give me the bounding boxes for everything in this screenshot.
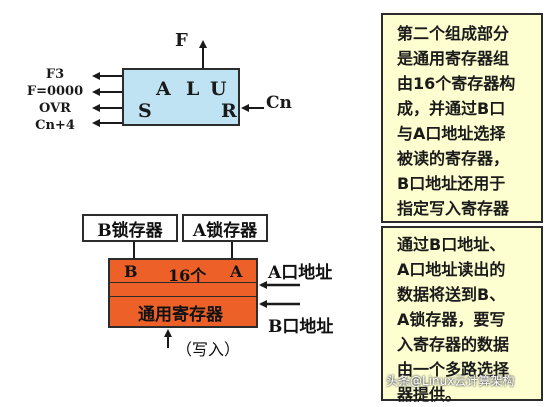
panel-bottom-line: 器提供。 [397, 385, 462, 404]
panel-bottom-line: A口地址读出的 [397, 260, 506, 279]
register-file-label: 通用寄存器 [138, 305, 223, 325]
panel-top-line: 指定写入寄存器 [397, 199, 510, 218]
register-count: 16个 [168, 266, 207, 285]
write-label: （写入） [176, 340, 241, 359]
register-file-top-row [110, 260, 256, 283]
panel-bottom-line: 数据将送到B、 [397, 285, 506, 304]
a-latch: A锁存器 [182, 214, 268, 242]
b-port-label: B [124, 262, 138, 281]
a-address-label: A口地址 [268, 263, 333, 283]
panel-top-line: 是通用寄存器组 [397, 49, 510, 68]
panel-top-line: 成，并通过B口 [397, 99, 506, 118]
b-latch: B锁存器 [82, 214, 178, 242]
alu-output-label: F [175, 30, 188, 51]
flag-ovr: OVR [39, 101, 71, 116]
panel-bottom: 通过B口地址、 A口地址读出的 数据将送到B、 A锁存器，要写 入寄存器的数据 … [381, 226, 543, 404]
register-file: B 16个 A 通用寄存器 [108, 258, 258, 328]
alu-letter-r: R [221, 100, 237, 122]
register-file-middle-row [110, 283, 256, 297]
panel-top-line: B口地址还用于 [397, 174, 506, 193]
panel-bottom-line: 入寄存器的数据 [397, 335, 510, 354]
panel-top-line: 被读的寄存器， [397, 149, 510, 168]
watermark: 头条@Linux云计算架构 [386, 374, 515, 388]
alu-block: A L U S R [122, 68, 240, 126]
flag-cn4: Cn+4 [35, 118, 75, 133]
a-port-label: A [230, 262, 243, 281]
alu-letter-s: S [138, 100, 152, 122]
b-address-label: B口地址 [268, 317, 334, 337]
alu-letter-l: L [186, 78, 200, 100]
panel-top-line: 由16个寄存器构 [397, 74, 516, 93]
alu-letter-u: U [210, 78, 227, 100]
alu-letter-a: A [156, 78, 171, 100]
carry-in-label: Cn [266, 93, 292, 113]
panel-bottom-line: 通过B口地址、 [397, 235, 506, 254]
flag-f3: F3 [45, 67, 65, 82]
panel-top-line: 第二个组成部分 [397, 24, 510, 43]
panel-top-line: 与A口地址选择 [397, 124, 506, 143]
panel-top: 第二个组成部分 是通用寄存器组 由16个寄存器构 成，并通过B口 与A口地址选择… [381, 13, 543, 223]
flag-f0000: F=0000 [26, 84, 84, 99]
panel-bottom-line: 由一个多路选择 [397, 360, 510, 379]
panel-bottom-line: A锁存器，要写 [397, 310, 506, 329]
